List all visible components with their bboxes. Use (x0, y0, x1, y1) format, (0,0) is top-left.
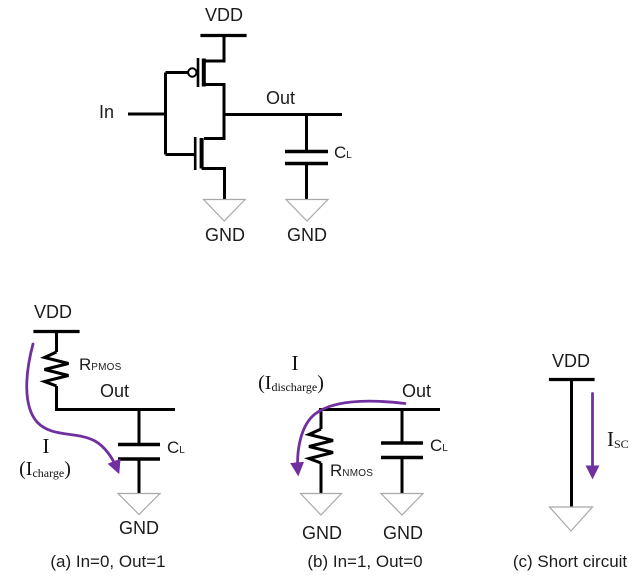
cl-base-b: C (430, 436, 443, 455)
resistor-rnmos-symbol (303, 427, 334, 465)
vdd-label-a: VDD (33, 302, 73, 322)
cl-label-b: CL (430, 437, 448, 454)
output-node-wire (204, 83, 226, 140)
cl-sub: L (346, 150, 353, 161)
icharge-base: I (25, 458, 33, 480)
rpmos-sub: PMOS (91, 362, 122, 373)
current-label-b: I (291, 351, 299, 375)
cl-label-top: CL (334, 144, 352, 161)
cl-base: C (334, 143, 347, 162)
resistor-rpmos-symbol (39, 350, 69, 388)
vdd-label-c: VDD (551, 351, 591, 371)
panel-a-circuit (25, 329, 175, 516)
gnd-label-top-right: GND (287, 225, 327, 245)
icharge-open: ( (19, 458, 26, 480)
nmos-source-lead (201, 167, 226, 199)
idischarge-sub: discharge (271, 380, 318, 394)
cl-sub-a: L (179, 445, 186, 456)
cl-base-a: C (167, 438, 180, 457)
idischarge-close: ) (317, 372, 324, 394)
charge-current-detail-label: (Icharge) (19, 459, 71, 479)
gnd-symbol-b-right (379, 492, 425, 516)
gnd-symbol-a (116, 492, 162, 516)
gnd-label-b-right: GND (383, 523, 423, 543)
icharge-close: ) (64, 458, 71, 480)
rpmos-label: RPMOS (79, 356, 122, 373)
inverter-circuit (128, 33, 342, 222)
isc-sub: SC (614, 437, 629, 451)
cl-label-a: CL (167, 439, 185, 456)
charge-current-arrow (25, 342, 121, 475)
pmos-gate-bubble (187, 67, 198, 78)
idischarge-base: I (264, 372, 272, 394)
vdd-label-top: VDD (204, 5, 244, 25)
icharge-sub: charge (32, 466, 65, 480)
panel-b-circuit (290, 399, 440, 516)
rnmos-label: RNMOS (330, 462, 373, 479)
rpmos-base: R (79, 355, 92, 374)
gnd-label-a: GND (119, 518, 159, 538)
caption-b: (b) In=1, Out=0 (307, 552, 423, 571)
idischarge-open: ( (258, 372, 265, 394)
panel-c-circuit (548, 377, 600, 532)
cl-sub-b: L (442, 443, 449, 454)
discharge-current-detail-label: (Idischarge) (258, 373, 324, 393)
gnd-symbol-left (202, 198, 247, 222)
out-label-top: Out (266, 88, 296, 108)
out-label-a: Out (100, 381, 130, 401)
gnd-label-top-left: GND (205, 225, 245, 245)
caption-a: (a) In=0, Out=1 (50, 552, 166, 571)
caption-c: (c) Short circuit (512, 552, 628, 571)
out-label-b: Out (402, 381, 432, 401)
rnmos-sub: NMOS (342, 468, 374, 479)
current-label-a: I (42, 434, 50, 458)
rnmos-base: R (330, 461, 343, 480)
discharge-current-arrow (290, 399, 407, 477)
gnd-symbol-b-left (299, 492, 343, 516)
gnd-symbol-right (284, 198, 330, 222)
gnd-symbol-c (548, 506, 594, 532)
isc-base: I (607, 427, 614, 451)
isc-label: ISC (607, 427, 629, 451)
gnd-label-b-left: GND (302, 523, 342, 543)
pmos-source-lead (204, 35, 226, 63)
in-label: In (99, 102, 115, 122)
